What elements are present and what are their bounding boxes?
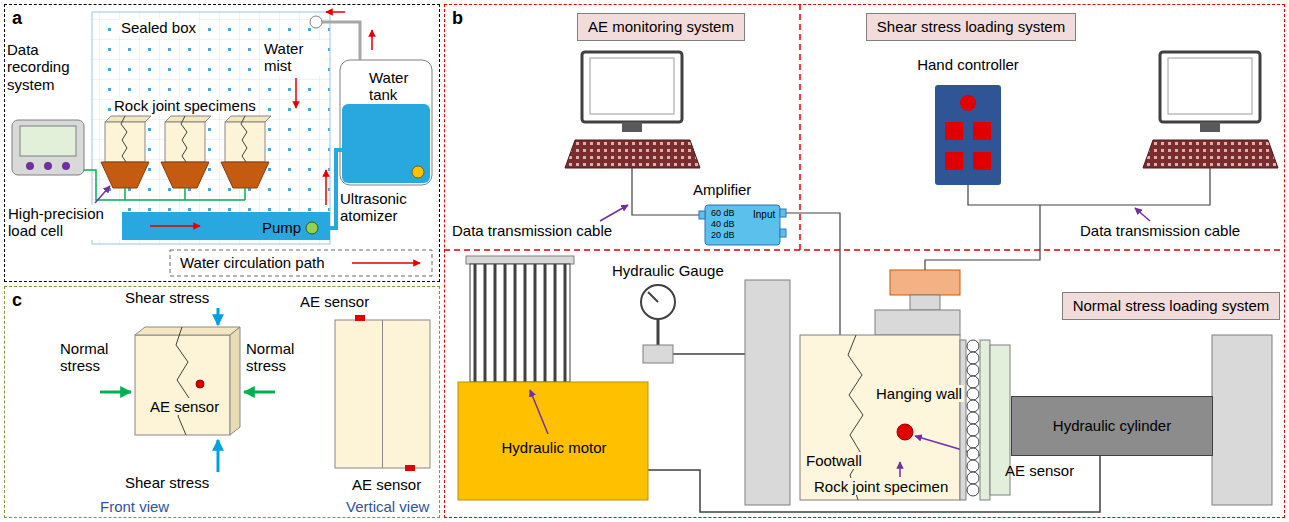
- node-label: AE monitoring system: [588, 18, 734, 35]
- node-label: Amplifier: [693, 181, 751, 198]
- system-box: AE monitoring system: [577, 13, 745, 40]
- part-label: Data transmission cable: [452, 222, 612, 239]
- node-label: Input: [753, 209, 775, 221]
- panel: b AE monitoring system Shear stress loadin…: [444, 4, 1285, 518]
- part-label: Shear stress: [125, 474, 209, 491]
- node-label: Hydraulic cylinder: [1053, 417, 1171, 434]
- part-label: Shear stress: [125, 289, 209, 306]
- part-label: Rock joint specimens: [112, 97, 258, 114]
- panel-letter: a: [12, 8, 22, 29]
- roller: [967, 436, 979, 448]
- sealed-box: Sealed box: [119, 19, 198, 36]
- part-label: Ultrasonic atomizer: [340, 190, 435, 225]
- part-label: Hanging wall: [874, 385, 964, 402]
- part-label: Hydraulic Gauge: [612, 262, 724, 279]
- part-label: AE sensor: [352, 476, 421, 493]
- node-label: Sealed box: [121, 19, 196, 36]
- roller: [967, 352, 979, 364]
- node-label: 40 dB: [711, 219, 735, 229]
- hydraulic-cylinder: Hydraulic cylinder: [1011, 396, 1213, 456]
- roller: [967, 340, 979, 352]
- hand-controller: Hand controller: [917, 56, 1019, 73]
- node-label: Hand controller: [917, 56, 1019, 73]
- node-label: Normal stress loading system: [1073, 297, 1270, 314]
- node-label: 20 dB: [711, 230, 735, 240]
- roller: [967, 448, 979, 460]
- roller: [967, 388, 979, 400]
- legend-text: Water circulation path: [180, 254, 325, 271]
- system-box: Shear stress loading system: [866, 13, 1076, 40]
- roller: [967, 484, 979, 496]
- part-label: AE sensor: [1005, 462, 1074, 479]
- roller: [967, 460, 979, 472]
- node-label: Hydraulic motor: [501, 439, 606, 456]
- node-label: Shear stress loading system: [877, 18, 1065, 35]
- part-label: Footwall: [804, 452, 864, 469]
- roller: [967, 412, 979, 424]
- part-label: AE sensor: [148, 398, 221, 415]
- panel-letter: c: [12, 290, 22, 311]
- roller: [967, 472, 979, 484]
- part-label: Vertical view: [346, 498, 429, 515]
- part-label: Water mist: [262, 40, 326, 75]
- part-label: High-precision load cell: [6, 205, 122, 240]
- roller: [967, 364, 979, 376]
- recording-device: Data recording system: [7, 41, 91, 93]
- part-label: Normal stress: [246, 340, 316, 375]
- node-label: Data recording system: [7, 41, 91, 93]
- amplifier: AmplifierInput 60 dB40 dB20 dB: [691, 181, 791, 249]
- panel: aSealed boxWater tank Data recording syst…: [4, 4, 440, 282]
- part-label: Pump: [262, 219, 301, 236]
- part-label: Data transmission cable: [1080, 222, 1240, 239]
- water-tank: Water tank: [369, 69, 429, 104]
- hydraulic-motor: Hydraulic motor: [501, 439, 606, 456]
- roller: [967, 424, 979, 436]
- part-label: Normal stress: [60, 340, 124, 375]
- node-label: 60 dB: [711, 208, 735, 218]
- part-label: Rock joint specimen: [812, 478, 950, 495]
- system-box: Normal stress loading system: [1062, 292, 1281, 319]
- roller: [967, 376, 979, 388]
- panel-letter: b: [452, 8, 463, 29]
- part-label: Front view: [100, 498, 169, 515]
- roller: [967, 400, 979, 412]
- part-label: AE sensor: [300, 293, 369, 310]
- node-label: Water tank: [369, 69, 429, 104]
